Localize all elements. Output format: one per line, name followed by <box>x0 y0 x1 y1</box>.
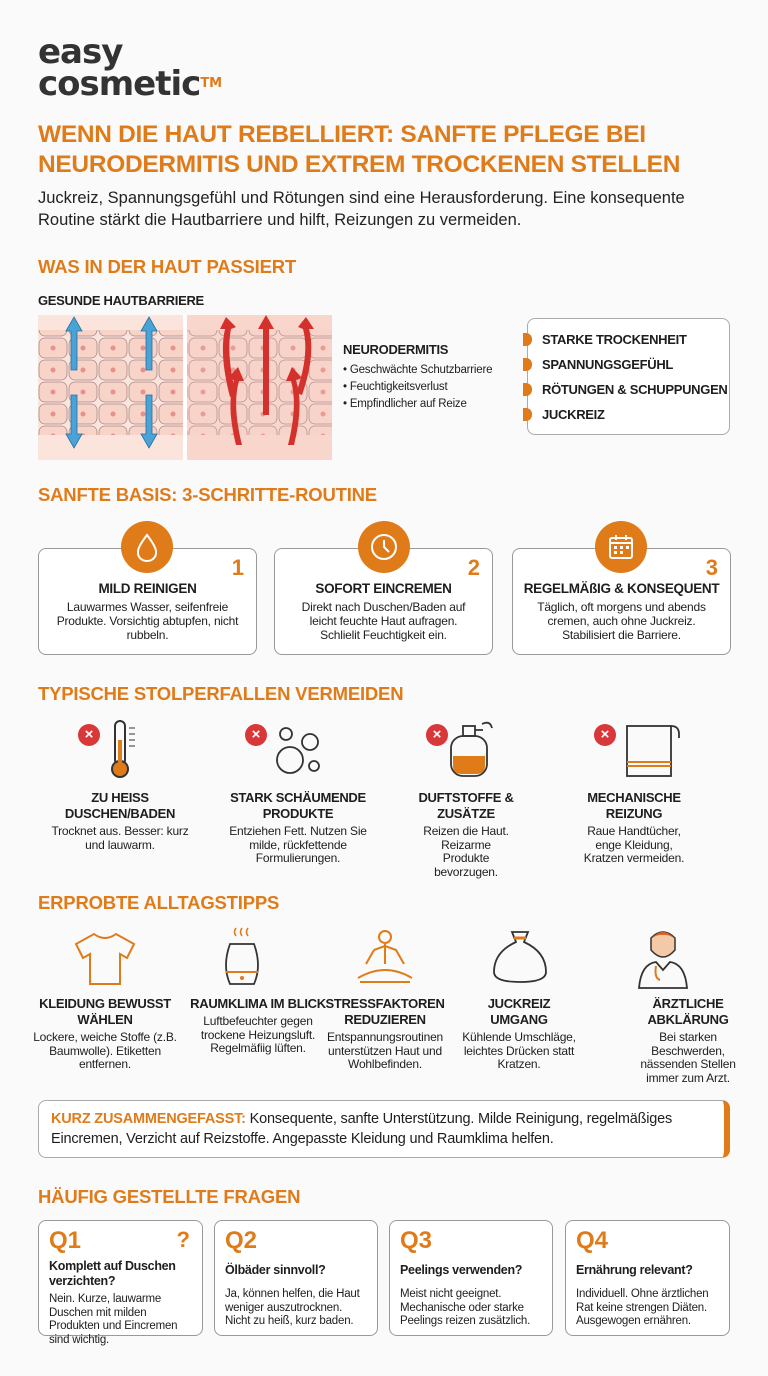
towel-icon <box>626 725 680 777</box>
tshirt-icon <box>74 932 136 985</box>
symptom-item: JUCKREIZ <box>523 402 729 427</box>
step-title: SOFORT EINCREMEN <box>315 581 452 596</box>
calendar-icon <box>595 521 647 573</box>
logo-line1: easy <box>38 32 123 72</box>
neuro-point: • Empfindlicher auf Reize <box>343 398 467 410</box>
symptoms-box: STARKE TROCKENHEIT SPANNUNGSGEFÜHL RÖTUN… <box>523 318 730 435</box>
healthy-arrows <box>65 316 158 449</box>
water-drop-icon <box>121 521 173 573</box>
symptom-item: SPANNUNGSGEFÜHL <box>523 352 729 377</box>
neuro-label: NEURODERMITIS <box>343 342 449 357</box>
perfume-icon <box>450 721 493 777</box>
step-number: 2 <box>467 555 480 580</box>
section-heading-faq: HÄUFIG GESTELLTE FRAGEN <box>38 1186 301 1207</box>
trademark: TM <box>200 76 223 91</box>
section-heading-tips: ERPROBTE ALLTAGSTIPPS <box>38 892 280 913</box>
section-heading-pitfalls: TYPISCHE STOLPERFALLEN VERMEIDEN <box>38 683 404 704</box>
skin-barrier-diagram <box>38 315 332 460</box>
faq-card: Q1?Komplett auf Duschen verzichten?Nein.… <box>38 1220 203 1346</box>
humidifier-icon <box>225 927 259 985</box>
page-subtitle: Juckreiz, Spannungsgefühl und Rötungen s… <box>38 189 685 229</box>
step-text: Täglich, oft morgens und abends cremen, … <box>537 600 706 642</box>
section-heading-routine: SANFTE BASIS: 3-SCHRITTE-ROUTINE <box>38 484 377 505</box>
question-mark-icon: ? <box>176 1227 190 1252</box>
healthy-label: GESUNDE HAUTBARRIERE <box>38 293 204 308</box>
step-title: MILD REINIGEN <box>98 581 197 596</box>
clock-icon <box>358 521 410 573</box>
meditation-icon <box>357 930 413 983</box>
warning-x-icon: × <box>426 724 448 746</box>
step-number: 3 <box>705 555 718 580</box>
neuro-point: • Geschwächte Schutzbarriere <box>343 364 493 376</box>
section-heading-skin: WAS IN DER HAUT PASSIERT <box>38 256 296 277</box>
step-title: REGELMÄßIG & KONSEQUENT <box>523 581 720 596</box>
summary-box: KURZ ZUSAMMENGEFASST: Konsequente, sanft… <box>38 1100 730 1158</box>
thermometer-icon <box>111 720 135 778</box>
cold-compress-icon <box>493 931 547 983</box>
neurodermitis-info: NEURODERMITIS • Geschwächte Schutzbarrie… <box>343 342 492 411</box>
symptom-item: STARKE TROCKENHEIT <box>523 327 729 352</box>
symptom-item: RÖTUNGEN & SCHUPPUNGEN <box>523 377 729 402</box>
warning-x-icon: × <box>78 724 100 746</box>
logo-line2: cosmetic <box>38 64 201 104</box>
step-number: 1 <box>231 555 244 580</box>
page-title: WENN DIE HAUT REBELLIERT: SANFTE PFLEGE … <box>38 121 681 178</box>
warning-x-icon: × <box>245 724 267 746</box>
neuro-point: • Feuchtigkeitsverlust <box>343 381 448 393</box>
warning-x-icon: × <box>594 724 616 746</box>
step-text: Lauwarmes Wasser, seifenfreie Produkte. … <box>56 600 239 642</box>
bubbles-icon <box>276 727 320 774</box>
step-text: Direkt nach Duschen/Baden auf leicht feu… <box>301 600 466 642</box>
summary-label: KURZ ZUSAMMENGEFASST: <box>51 1111 246 1127</box>
summary-text: Konsequente, sanfte Unterstützung. Milde… <box>51 1111 673 1147</box>
damage-arrows <box>220 315 314 445</box>
doctor-icon <box>638 931 688 989</box>
